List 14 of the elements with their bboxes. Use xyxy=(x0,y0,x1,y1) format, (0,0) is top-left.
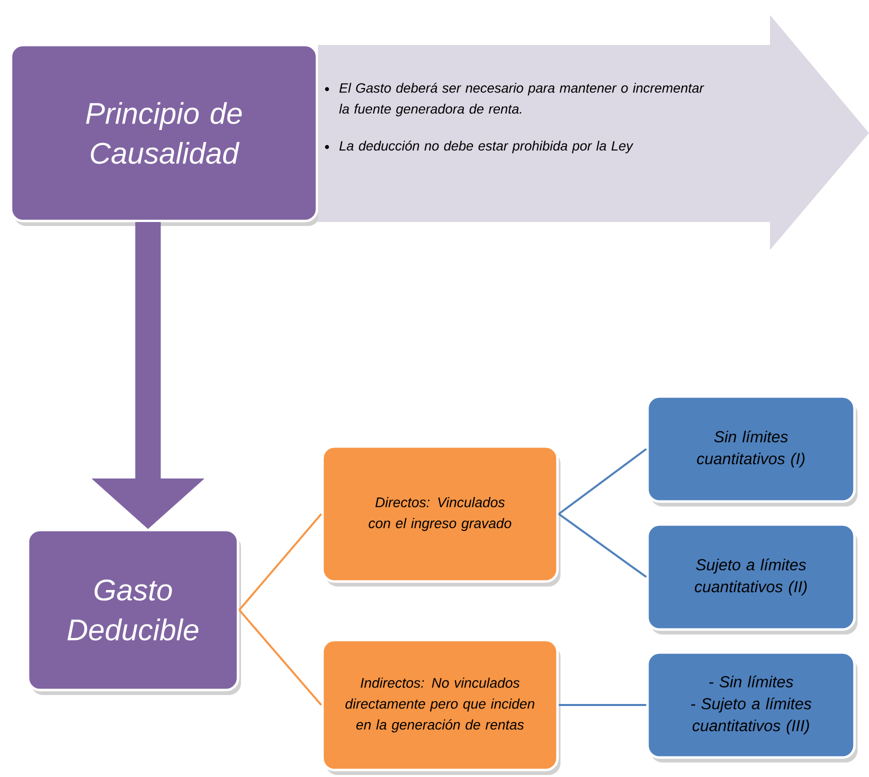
process-box: Directos: Vinculados con el ingreso gravado xyxy=(321,445,560,586)
arrow xyxy=(92,222,204,529)
connector-line xyxy=(558,704,646,706)
connector-line xyxy=(558,448,647,515)
process-box: Principio de Causalidad xyxy=(10,44,320,226)
process-box: - Sin límites - Sujeto a límites cuantitativos (III) xyxy=(646,651,858,762)
connector-line xyxy=(558,513,647,578)
process-box: Gasto Deducible xyxy=(26,528,241,695)
connector-line xyxy=(238,513,322,611)
process-box: Sin límites cuantitativos (I) xyxy=(646,395,858,506)
arrow-band: El Gasto deberá ser necesario para mantener o incrementar la fuente generadora de renta. La deducción no debe estar prohibida por la Ley xyxy=(318,15,869,250)
process-box: Indirectos: No vinculados directamente pero que inciden en la generación de rentas xyxy=(321,638,560,775)
process-box: Sujeto a límites cuantitativos (II) xyxy=(646,523,858,634)
connector-line xyxy=(238,609,322,706)
